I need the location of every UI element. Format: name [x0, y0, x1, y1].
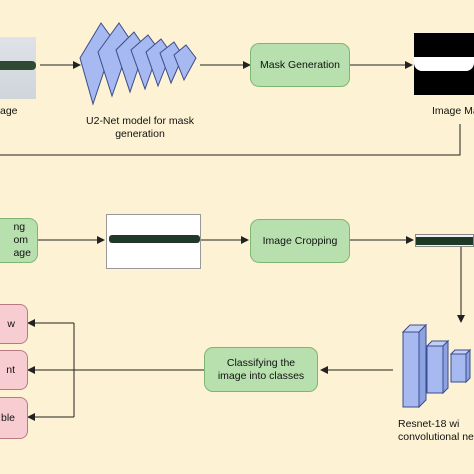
image-cropping-box: Image Cropping	[250, 219, 350, 263]
u2net-label-line1: U2-Net model for mask	[86, 115, 194, 127]
class-box-3: ble	[0, 397, 28, 439]
leaf-strip	[0, 61, 36, 70]
source-line1: ng	[13, 221, 26, 233]
resnet-block-front	[402, 331, 420, 408]
leaf-strip	[416, 237, 473, 245]
source-line2: om	[13, 234, 29, 246]
input-image-label: age	[0, 105, 18, 117]
image-mask-label: Image Ma	[432, 105, 474, 117]
leaf-strip	[109, 235, 200, 243]
resnet-label-line2: convolutional neu	[398, 431, 474, 443]
masked-strip-image	[106, 214, 201, 269]
resnet-block-front	[426, 345, 444, 394]
resnet-block-side	[418, 323, 427, 409]
class-box-1: w	[0, 304, 28, 344]
source-image-box: ng om age	[0, 218, 38, 263]
classifier-box: Classifying the image into classes	[204, 347, 318, 392]
cropped-leaf-image	[415, 234, 474, 247]
input-leaf-image	[0, 37, 36, 99]
u2net-model-icon	[79, 22, 197, 106]
u2net-label: U2-Net model for mask generation	[78, 115, 202, 141]
resnet-block-front	[450, 353, 467, 383]
arrow-loop-back	[0, 124, 461, 156]
resnet-label: Resnet-18 wi convolutional neu	[398, 418, 474, 444]
classifier-line2: image into classes	[217, 369, 305, 382]
classifier-line1: Classifying the	[226, 356, 296, 369]
u2net-layer	[173, 44, 197, 82]
mask-generation-box: Mask Generation	[250, 43, 350, 87]
resnet-block-side	[465, 348, 471, 384]
image-mask-thumbnail	[414, 33, 474, 95]
resnet-block-side	[442, 339, 449, 395]
u2net-label-line2: generation	[115, 128, 165, 140]
resnet-label-line1: Resnet-18 wi	[398, 418, 460, 430]
source-line3: age	[13, 247, 31, 259]
resnet-icon	[401, 323, 472, 409]
class-box-2: nt	[0, 350, 28, 390]
mask-white-strip	[414, 57, 474, 71]
